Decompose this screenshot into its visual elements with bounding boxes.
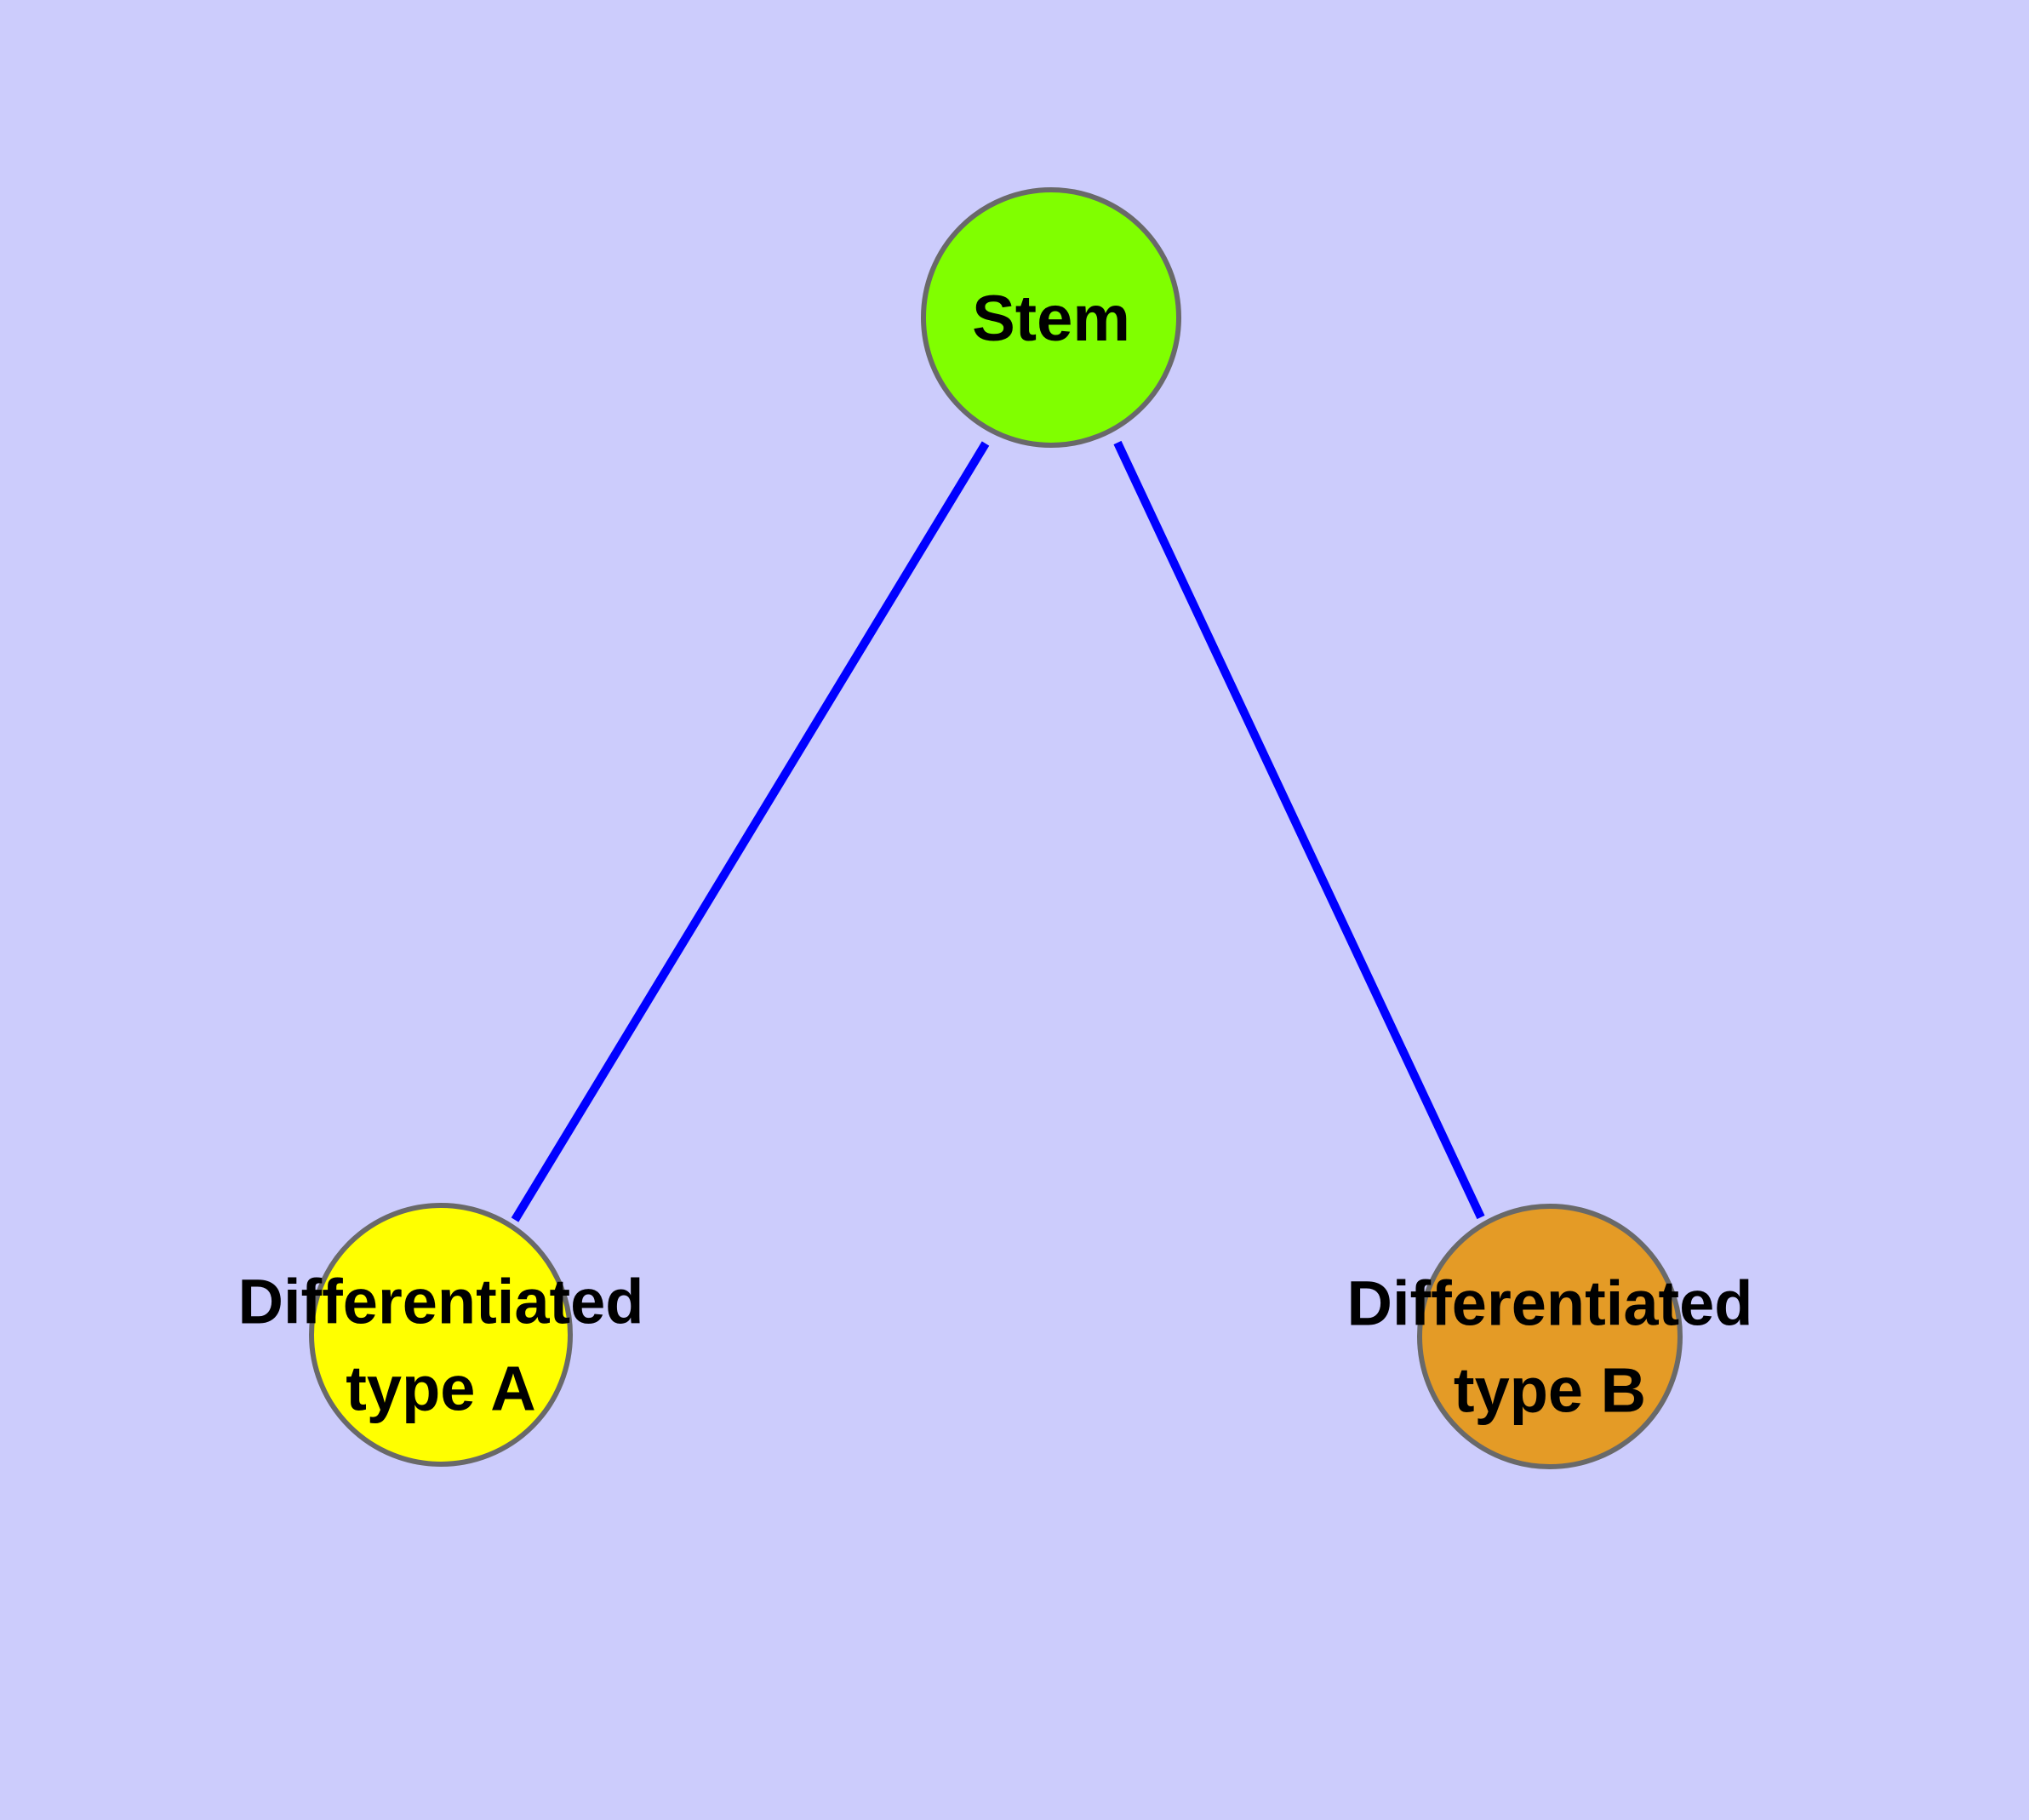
edge-stem-to-diff-a[interactable] [511, 441, 990, 1222]
node-diff-b-label-line-2: type B [1454, 1355, 1646, 1426]
node-diff-b-circle[interactable] [1417, 1204, 1683, 1469]
edge-layer [511, 440, 1485, 1222]
node-diff-b-label-line-1: Differentiated [1347, 1268, 1753, 1339]
edge-stem-to-diff-b[interactable] [1113, 440, 1485, 1220]
node-diff-a-label-line-2: type A [346, 1354, 535, 1424]
node-diff-a[interactable] [309, 1203, 573, 1467]
label-layer: Differentiated type A Differentiated typ… [238, 1267, 1753, 1426]
node-diff-a-label-line-1: Differentiated [238, 1267, 644, 1337]
node-stem-label: Stem [972, 283, 1130, 355]
node-diff-a-circle[interactable] [309, 1203, 573, 1467]
node-stem[interactable]: Stem [921, 187, 1181, 448]
node-diff-b[interactable] [1417, 1204, 1683, 1469]
node-stem-circle[interactable] [921, 187, 1181, 448]
